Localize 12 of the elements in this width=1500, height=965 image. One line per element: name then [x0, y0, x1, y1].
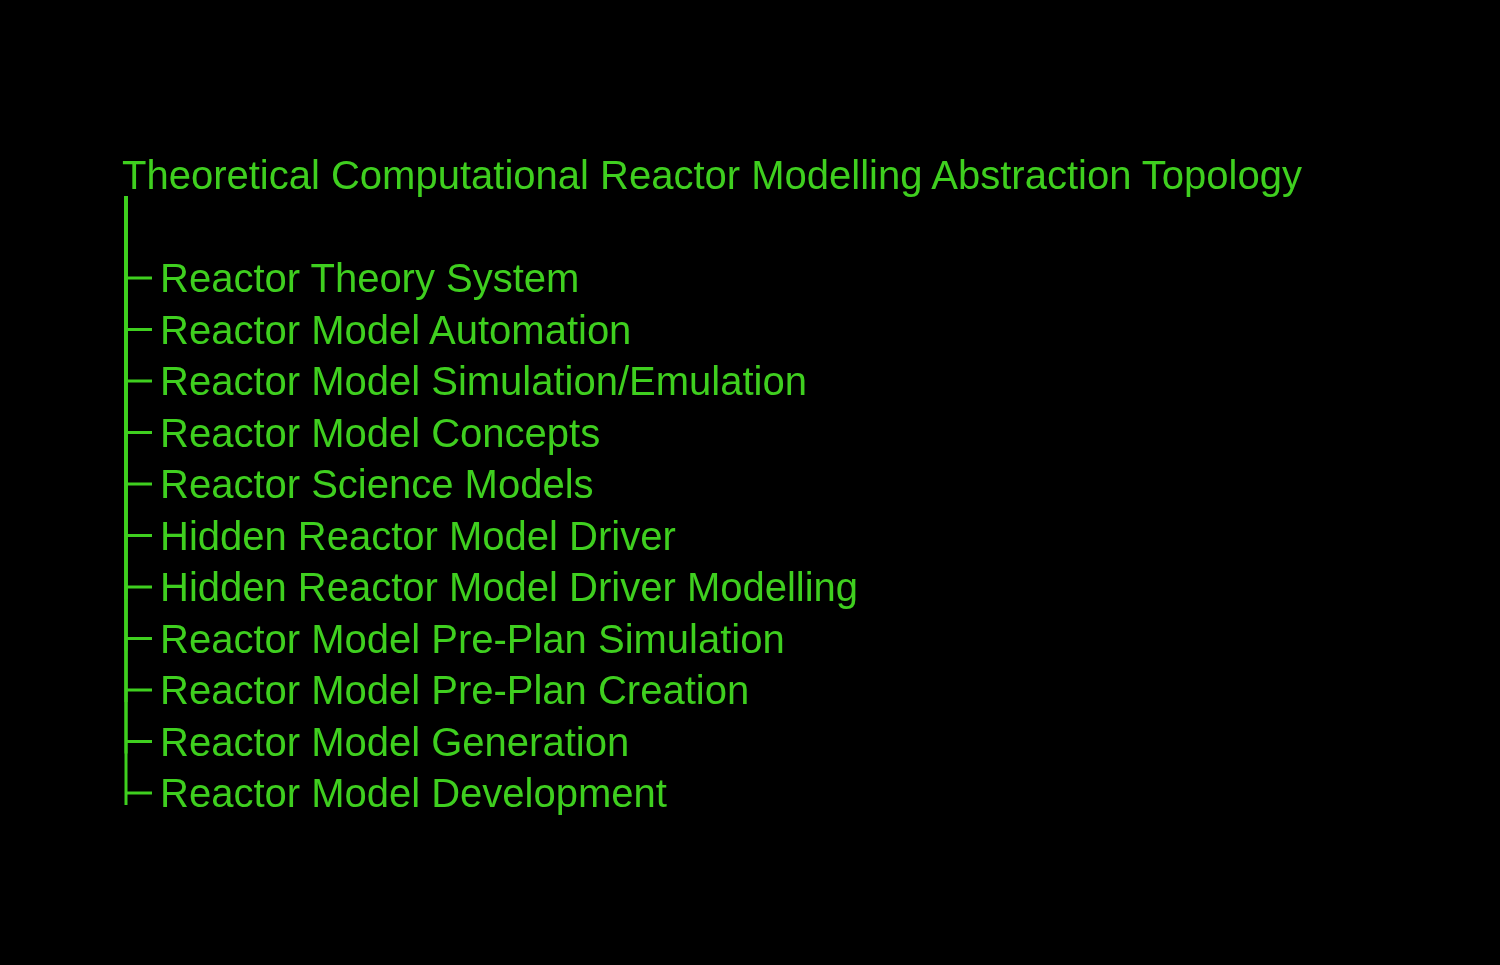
branch-label: Reactor Science Models — [160, 459, 594, 509]
branch-label: Reactor Model Generation — [160, 716, 630, 767]
branch-label: Reactor Theory System — [160, 253, 580, 303]
branch-label: Reactor Model Simulation/Emulation — [160, 356, 807, 406]
branch-label: Reactor Model Development — [160, 768, 667, 818]
branch-label: Reactor Model Pre-Plan Creation — [160, 665, 750, 715]
branch-label: Hidden Reactor Model Driver Modelling — [160, 562, 859, 612]
root-label: Theoretical Computational Reactor Modelling Abstraction Topology — [122, 150, 1302, 200]
branch-label: Reactor Model Pre-Plan Simulation — [160, 613, 785, 664]
branch-label: Reactor Model Automation — [160, 304, 632, 355]
branch-label: Reactor Model Concepts — [160, 407, 601, 458]
branch-label: Hidden Reactor Model Driver — [160, 510, 676, 561]
